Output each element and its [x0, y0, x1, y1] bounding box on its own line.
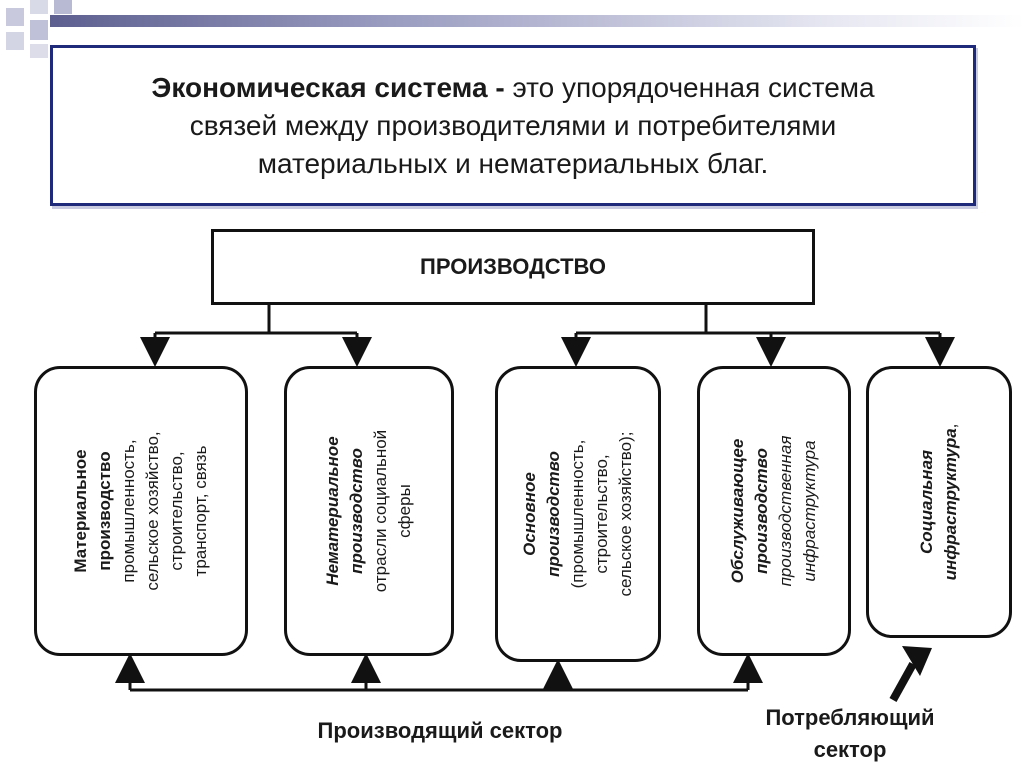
- card-title: Социальная: [917, 449, 936, 555]
- card-basic-production: Основное производство (промышленность, с…: [495, 366, 661, 662]
- decor-square: [54, 0, 72, 14]
- definition-line2: связей между производителями и потребите…: [189, 109, 837, 141]
- card-title: Основное: [520, 472, 539, 556]
- card-text: сельское хозяйство);: [616, 431, 635, 597]
- decor-square: [30, 20, 48, 40]
- decor-gradient-bar: [50, 15, 1024, 27]
- card-text: производственная: [776, 435, 795, 587]
- card-title: производство: [544, 451, 563, 577]
- card-title: Обслуживающее: [728, 438, 747, 584]
- production-box: ПРОИЗВОДСТВО: [211, 229, 815, 305]
- consuming-sector-label: Потребляющий сектор: [765, 705, 935, 762]
- card-text: сельское хозяйство,: [143, 431, 162, 591]
- card-title: инфраструктура: [941, 428, 960, 581]
- card-service-production: Обслуживающее производство производствен…: [697, 366, 851, 656]
- card-text: промышленность,: [119, 439, 138, 583]
- card-title: производство: [752, 448, 771, 574]
- card-title: Материальное: [71, 449, 90, 573]
- card-title: производство: [95, 451, 114, 571]
- production-label: ПРОИЗВОДСТВО: [420, 254, 606, 279]
- card-nonmaterial-production: Нематериальное производство отрасли соци…: [284, 366, 454, 656]
- decor-square: [6, 8, 24, 26]
- producing-sector-label: Производящий сектор: [317, 718, 563, 743]
- definition-line3: материальных и нематериальных благ.: [257, 147, 769, 179]
- card-text: транспорт, связь: [191, 445, 210, 577]
- decor-square: [6, 32, 24, 50]
- definition-line1: это упорядоченная система: [504, 71, 875, 103]
- card-material-production: Материальное производство промышленность…: [34, 366, 248, 656]
- definition-term: Экономическая система -: [151, 71, 505, 103]
- card-text: строительство,: [592, 454, 611, 574]
- decor-square: [30, 44, 48, 58]
- card-text: сферы: [395, 484, 414, 538]
- definition-box: Экономическая система - это упорядоченна…: [50, 45, 976, 206]
- card-social-infrastructure: Социальная инфраструктура,: [866, 366, 1012, 638]
- card-text: (промышленность,: [568, 439, 587, 589]
- card-title: производство: [347, 448, 366, 574]
- card-text: отрасли социальной: [371, 429, 390, 593]
- card-text: строительство,: [167, 451, 186, 571]
- card-text: инфраструктура: [800, 440, 819, 582]
- card-suffix: ,: [941, 423, 960, 429]
- card-title: Нематериальное: [323, 436, 342, 586]
- definition-text: Экономическая система - это упорядоченна…: [73, 69, 953, 183]
- decor-square: [30, 0, 48, 14]
